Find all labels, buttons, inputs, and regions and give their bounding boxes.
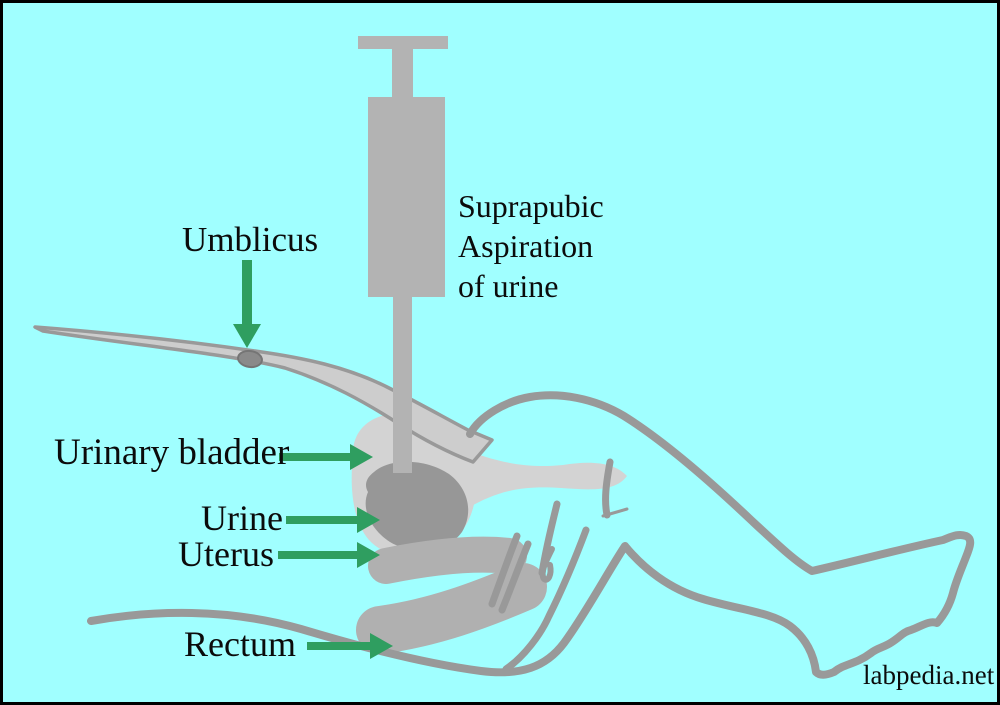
urethra-funnel-shape xyxy=(459,447,627,511)
rectum-label: Rectum xyxy=(184,624,296,664)
anatomy-illustration xyxy=(33,36,975,679)
procedure-title-line2: Aspiration xyxy=(458,228,594,264)
body-outline xyxy=(87,391,975,679)
syringe-plunger xyxy=(392,47,413,99)
umbilicus-label: Umblicus xyxy=(182,220,319,259)
uterus-arrow xyxy=(278,542,380,568)
urine-label: Urine xyxy=(201,498,283,538)
procedure-title: Suprapubic Aspiration of urine xyxy=(458,186,604,306)
syringe xyxy=(358,36,448,473)
urine-shape xyxy=(365,461,469,550)
umbilicus-arrow xyxy=(233,260,261,348)
procedure-title-line3: of urine xyxy=(458,268,559,304)
uterus-shape xyxy=(368,536,527,584)
urine-arrow xyxy=(286,507,380,533)
procedure-title-line1: Suprapubic xyxy=(458,188,604,224)
rectum-arrow xyxy=(307,633,393,659)
perineum-detail-lines xyxy=(488,458,629,673)
syringe-cap xyxy=(358,36,448,49)
uterus-label: Uterus xyxy=(178,534,274,574)
umbilicus-dot xyxy=(237,349,263,369)
urinary-bladder-arrow xyxy=(279,444,373,470)
urinary-bladder-label: Urinary bladder xyxy=(54,432,290,473)
watermark: labpedia.net xyxy=(863,660,995,690)
syringe-barrel xyxy=(368,97,445,297)
syringe-needle xyxy=(393,297,412,473)
